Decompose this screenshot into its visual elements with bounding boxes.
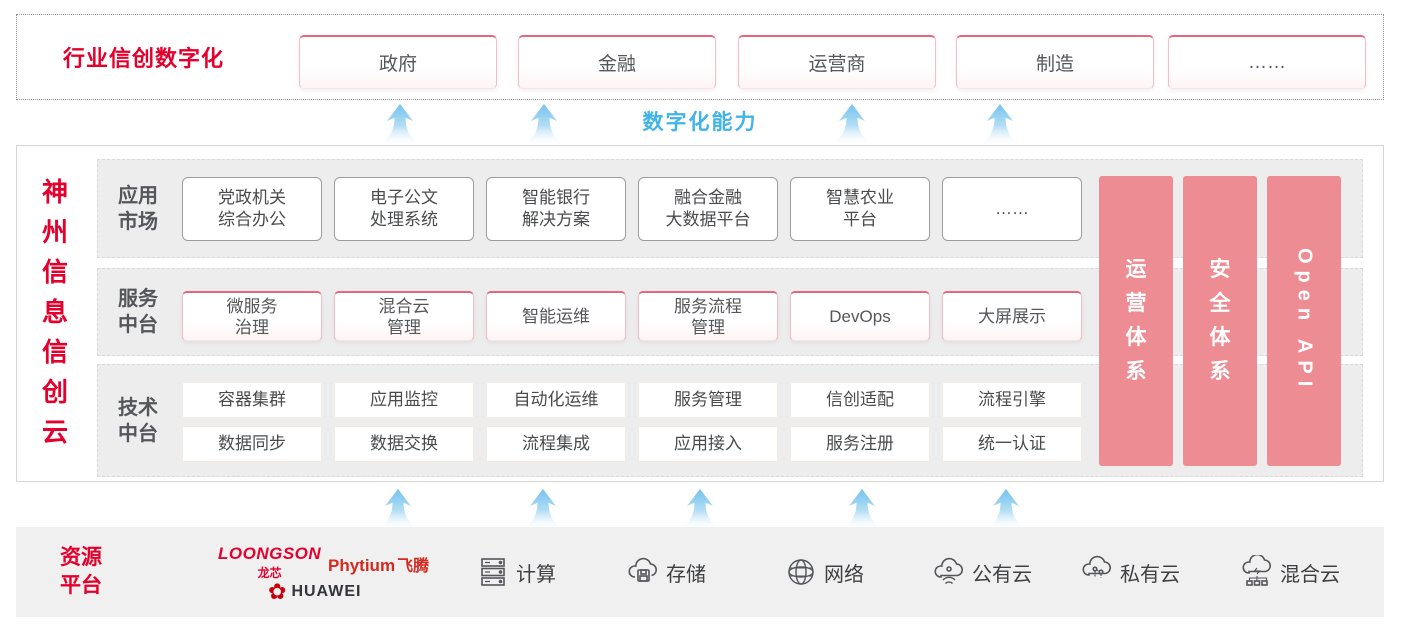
resource-item-private-cloud: 私有云 (1080, 527, 1180, 617)
resource-item-network: 网络 (784, 527, 864, 617)
storage-icon (628, 557, 658, 582)
up-arrow-icon (380, 104, 420, 144)
hybrid-cloud-icon (1242, 555, 1272, 586)
tech-box-data-exchange: 数据交换 (334, 426, 474, 462)
tech-box-unified-auth: 统一认证 (942, 426, 1082, 462)
resource-item-label: 存储 (666, 563, 706, 586)
app-box-finance-bigdata: 融合金融 大数据平台 (638, 177, 778, 241)
tech-box-service-registry: 服务注册 (790, 426, 930, 462)
loongson-logo: LOONGSON 龙芯 (218, 544, 321, 581)
svc-box-hybrid-cloud-mgmt: 混合云 管理 (334, 286, 474, 341)
resource-item-label: 网络 (824, 563, 864, 586)
loongson-wordmark: LOONGSON (218, 544, 322, 563)
app-box-party-gov-office: 党政机关 综合办公 (182, 177, 322, 241)
app-box-smart-agriculture: 智慧农业 平台 (790, 177, 930, 241)
tech-box-process-integration: 流程集成 (486, 426, 626, 462)
resource-platform-panel: 资源 平台 LOONGSON 龙芯 Phytium 飞腾 ✿ HUAWEI 计算 (16, 527, 1384, 617)
tech-box-data-sync: 数据同步 (182, 426, 322, 462)
banner-title: 行业信创数字化 (63, 46, 225, 71)
svc-box-devops: DevOps (790, 286, 930, 341)
up-arrow-icon (523, 489, 563, 529)
resource-item-label: 公有云 (972, 563, 1032, 586)
tech-box-app-access: 应用接入 (638, 426, 778, 462)
resource-item-public-cloud: 公有云 (932, 527, 1032, 617)
phytium-logo: Phytium 飞腾 (328, 552, 429, 576)
tech-box-app-monitoring: 应用监控 (334, 382, 474, 418)
huawei-flower-icon: ✿ (268, 579, 287, 604)
svc-box-microservice-governance: 微服务 治理 (182, 286, 322, 341)
up-arrow-icon (986, 489, 1026, 529)
svc-box-intelligent-ops: 智能运维 (486, 286, 626, 341)
platform-vertical-title: 神州信息信创云 (41, 177, 68, 447)
resource-item-label: 私有云 (1120, 563, 1180, 586)
phytium-wordmark: Phytium (328, 556, 396, 575)
row-service-platform: 服务 中台 微服务 治理 混合云 管理 智能运维 服务流程 管理 DevOps … (97, 268, 1363, 356)
tech-box-xinchuang-adaptation: 信创适配 (790, 382, 930, 418)
tech-box-process-engine: 流程引擎 (942, 382, 1082, 418)
loongson-chinese-label: 龙芯 (257, 566, 282, 580)
industry-digitalization-banner: 行业信创数字化 政府 金融 运营商 制造 …… (16, 14, 1384, 100)
up-arrow-icon (524, 104, 564, 144)
industry-box-manufacturing: 制造 (956, 30, 1154, 89)
row-technology-platform: 技术 中台 容器集群 应用监控 自动化运维 服务管理 信创适配 流程引擎 数据同… (97, 364, 1363, 477)
huawei-logo: ✿ HUAWEI (268, 581, 361, 603)
sidebar-open-api: Open API (1267, 176, 1341, 466)
up-arrow-icon (832, 104, 872, 144)
sidebar-operation-system-label: 运营体系 (1125, 258, 1147, 383)
sidebar-operation-system: 运营体系 (1099, 176, 1173, 466)
sidebar-security-system-label: 安全体系 (1209, 258, 1231, 383)
server-icon (481, 558, 505, 586)
svc-box-service-process-mgmt: 服务流程 管理 (638, 286, 778, 341)
network-icon (788, 559, 814, 585)
resource-item-compute: 计算 (476, 527, 556, 617)
tech-box-service-mgmt: 服务管理 (638, 382, 778, 418)
digital-capability-label: 数字化能力 (642, 111, 758, 134)
row-label-technology-platform: 技术 中台 (118, 396, 158, 445)
industry-box-operator: 运营商 (738, 30, 936, 89)
app-box-more: …… (942, 177, 1082, 241)
svc-box-big-screen-display: 大屏展示 (942, 286, 1082, 341)
app-box-edoc-system: 电子公文 处理系统 (334, 177, 474, 241)
private-cloud-icon (1082, 555, 1112, 578)
row-label-application-market: 应用 市场 (118, 184, 158, 233)
tech-box-automated-ops: 自动化运维 (486, 382, 626, 418)
sidebar-security-system: 安全体系 (1183, 176, 1257, 466)
resource-item-label: 计算 (516, 563, 556, 586)
phytium-chinese-label: 飞腾 (397, 558, 430, 575)
resource-item-hybrid-cloud: 混合云 (1240, 527, 1340, 617)
huawei-wordmark: HUAWEI (291, 583, 362, 600)
row-application-market: 应用 市场 党政机关 综合办公 电子公文 处理系统 智能银行 解决方案 融合金融… (97, 159, 1363, 258)
up-arrow-icon (680, 489, 720, 529)
up-arrow-icon (980, 104, 1020, 144)
public-cloud-icon (934, 557, 964, 585)
up-arrow-icon (378, 489, 418, 529)
industry-box-government: 政府 (299, 30, 497, 89)
row-label-service-platform: 服务 中台 (118, 288, 158, 336)
industry-box-finance: 金融 (518, 30, 716, 89)
resource-platform-label: 资源 平台 (60, 546, 102, 597)
app-box-smart-banking: 智能银行 解决方案 (486, 177, 626, 241)
up-arrow-icon (842, 489, 882, 529)
cloud-platform-container: 神州信息信创云 应用 市场 党政机关 综合办公 电子公文 处理系统 智能银行 解… (16, 145, 1384, 482)
sidebar-open-api-label: Open API (1293, 248, 1316, 394)
industry-box-more: …… (1168, 30, 1366, 89)
tech-box-container-cluster: 容器集群 (182, 382, 322, 418)
resource-item-label: 混合云 (1280, 563, 1340, 586)
resource-item-storage: 存储 (626, 527, 706, 617)
